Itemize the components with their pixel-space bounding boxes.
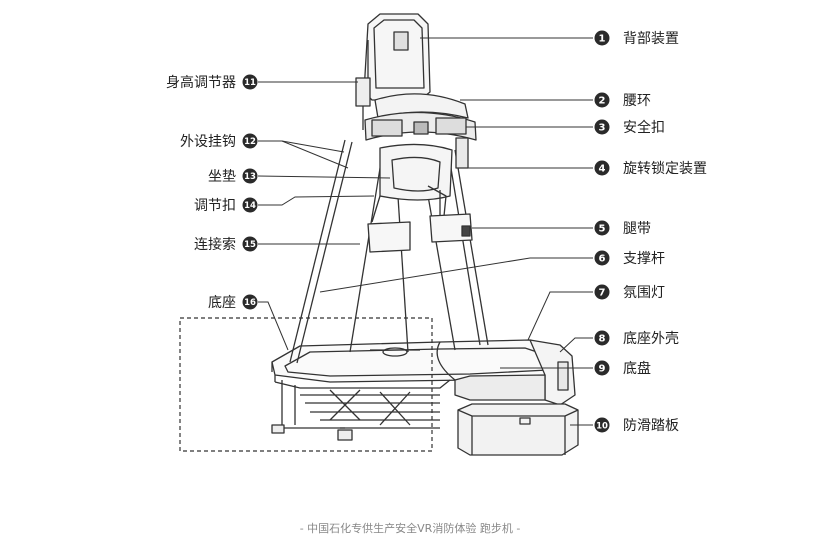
- callout-15: 连接索 15: [194, 236, 258, 253]
- callout-1: 1 背部装置: [594, 30, 679, 47]
- callout-12-label: 外设挂钩: [180, 134, 236, 150]
- callout-13: 坐垫 13: [208, 168, 258, 185]
- callout-10: 10 防滑踏板: [594, 417, 679, 434]
- callout-9-number: 9: [599, 364, 606, 375]
- callout-8-number: 8: [599, 334, 606, 345]
- callout-8: 8 底座外壳: [594, 330, 679, 347]
- callout-2: 2 腰环: [594, 92, 651, 109]
- callout-3: 3 安全扣: [594, 119, 665, 136]
- callout-6: 6 支撑杆: [594, 250, 665, 267]
- callout-2-number: 2: [599, 96, 606, 107]
- callout-5: 5 腿带: [594, 220, 651, 237]
- callout-12: 外设挂钩 12: [180, 133, 258, 150]
- callout-6-label: 支撑杆: [623, 251, 665, 267]
- callout-8-label: 底座外壳: [623, 330, 679, 347]
- callout-15-label: 连接索: [194, 236, 236, 253]
- callout-16-number: 16: [244, 298, 256, 308]
- caption: - 中国石化专供生产安全VR消防体验 跑步机 -: [300, 521, 521, 535]
- callout-15-number: 15: [244, 240, 256, 250]
- callout-3-label: 安全扣: [623, 119, 665, 136]
- callout-4-label: 旋转锁定装置: [623, 161, 707, 177]
- callout-1-label: 背部装置: [623, 31, 679, 47]
- callout-4-number: 4: [599, 164, 606, 175]
- callout-7-label: 氛围灯: [623, 285, 665, 301]
- callout-11: 身高调节器 11: [166, 74, 258, 91]
- base-highlight-box: [179, 317, 433, 452]
- treadmill-illustration: [271, 13, 579, 456]
- callout-1-number: 1: [599, 34, 606, 45]
- callout-5-number: 5: [599, 224, 606, 235]
- callout-14-number: 14: [244, 201, 256, 211]
- callout-10-number: 10: [596, 422, 608, 432]
- callout-11-number: 11: [244, 78, 256, 88]
- callout-14: 调节扣 14: [194, 197, 258, 214]
- callout-12-number: 12: [244, 137, 256, 147]
- callout-10-label: 防滑踏板: [623, 417, 679, 434]
- leader-lines: [257, 37, 593, 426]
- callout-13-number: 13: [244, 172, 256, 182]
- callout-14-label: 调节扣: [194, 198, 236, 214]
- callout-7: 7 氛围灯: [594, 284, 665, 301]
- callout-6-number: 6: [599, 254, 606, 265]
- callout-4: 4 旋转锁定装置: [594, 160, 707, 177]
- callout-9-label: 底盘: [623, 360, 651, 377]
- callout-5-label: 腿带: [623, 221, 651, 237]
- callout-16: 底座 16: [208, 294, 258, 311]
- callout-16-label: 底座: [208, 295, 236, 311]
- callout-2-label: 腰环: [623, 93, 651, 109]
- callout-13-label: 坐垫: [208, 169, 236, 185]
- callouts-right: 1 背部装置 2 腰环 3 安全扣 4 旋转锁定装置 5 腿带 6 支撑杆: [594, 30, 707, 434]
- callout-11-label: 身高调节器: [166, 74, 236, 91]
- callouts-left: 身高调节器 11 外设挂钩 12 坐垫 13 调节扣 14 连接索 15 底座 …: [166, 74, 258, 311]
- callout-7-number: 7: [599, 288, 606, 299]
- callout-3-number: 3: [599, 123, 606, 134]
- callout-9: 9 底盘: [594, 360, 651, 377]
